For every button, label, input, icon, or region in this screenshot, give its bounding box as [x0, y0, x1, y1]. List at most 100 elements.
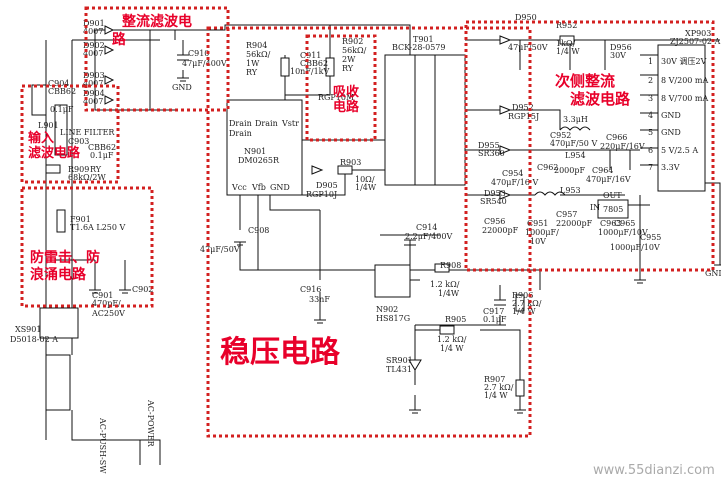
label-drain-1: Drain [229, 119, 252, 128]
label-r904v2: 1W [246, 59, 260, 68]
region-titles: 整流滤波电路 吸收电路 次侧整流滤波电路 输入滤波电路 防雷击、防浪涌电路 稳压… [28, 13, 631, 370]
region-title-regulator: 稳压电路 [220, 335, 341, 370]
label-c917v: 0.1μF [483, 315, 507, 324]
region-title-input-filter: 输入滤波电路 [28, 130, 81, 161]
label-ac-sw: AC-PUSH-SW [98, 417, 107, 474]
label-r903v2: 1/4W [355, 183, 377, 192]
label-n902v: HS817G [376, 314, 410, 323]
label-c910v: 47μF/400V [182, 59, 227, 68]
label-vcc: Vcc [231, 183, 247, 192]
label-c901: C901 [92, 291, 113, 300]
connector-label-4: GND [661, 111, 681, 120]
label-r902v3: RY [342, 64, 354, 73]
label-c956v: 22000pF [482, 226, 519, 235]
connector-label-3: 8 V/700 mA [661, 94, 709, 103]
label-c957v: 22000pF [556, 219, 593, 228]
connector-label-6: 5 V/2.5 A [661, 146, 698, 155]
watermark: www.55dianzi.com [593, 463, 715, 478]
label-r905: R905 [445, 315, 466, 324]
label-r908: R908 [440, 261, 461, 270]
label-reg: 7805 [603, 205, 623, 214]
label-d901v: 4007 [83, 27, 103, 36]
label-c904: C904 [48, 79, 69, 88]
label-d903v: 4007 [83, 79, 103, 88]
label-c951v2: 10V [530, 237, 546, 246]
region-title-secondary: 次侧整流滤波电路 [555, 72, 631, 108]
region-box-regulator [206, 26, 532, 438]
label-r902v2: 2W [342, 55, 356, 64]
label-c962: C962 [537, 163, 558, 172]
label-l954v: 3.3μH [563, 115, 588, 124]
connector-pin-6: 6 [648, 146, 653, 155]
region-box-surge [20, 186, 154, 308]
connector-pin-1: 1 [648, 57, 653, 66]
label-d903: D903 [83, 71, 105, 80]
label-c901v: 470pF/ [92, 299, 121, 308]
label-d952v: RGP15J [508, 112, 539, 121]
label-reg-in: IN [590, 203, 600, 212]
region-box-rect-filter [84, 6, 230, 112]
label-gnd-pin: GND [270, 183, 290, 192]
label-c914v: 2.2μF/400V [405, 232, 452, 241]
region-box-input-filter [20, 84, 120, 184]
label-c908: C908 [248, 226, 269, 235]
label-f901v: T1.6A L250 V [70, 223, 126, 232]
label-r903: R903 [340, 158, 361, 167]
label-c954: C954 [502, 169, 523, 178]
label-r906: R906 [512, 291, 533, 300]
label-d956: D956 [610, 43, 632, 52]
label-d902: D902 [83, 41, 105, 50]
label-l901v: LINE FILTER [60, 128, 115, 137]
connector-gnd: GND [705, 269, 721, 278]
label-c963: C963 [600, 219, 621, 228]
label-sr901: SR901 [386, 356, 413, 365]
label-n901: N901 [244, 147, 266, 156]
label-r908v: 1.2 kΩ/ [430, 280, 460, 289]
label-c964v: 470μF/16V [586, 175, 631, 184]
label-r952v: 1kΩ/ [556, 39, 576, 48]
label-r909v2: 68kΩ/2W [68, 173, 106, 182]
label-r904v3: RY [246, 68, 258, 77]
label-d952: D952 [512, 103, 534, 112]
label-c952: C952 [550, 131, 571, 140]
label-r952v2: 1/4 W [556, 47, 580, 56]
region-title-surge: 防雷击、防浪涌电路 [30, 249, 100, 283]
label-t901v: BCK-28-0579 [392, 43, 446, 52]
label-d956v: 30V [610, 51, 626, 60]
label-c951v: 1000μF/ [525, 228, 559, 237]
label-f901: F901 [70, 215, 91, 224]
label-c917: C917 [483, 307, 504, 316]
label-c903v: 0.1μF [90, 151, 114, 160]
label-r907: R907 [484, 375, 505, 384]
label-r906v2: 1/4 W [512, 307, 536, 316]
label-n902: N902 [376, 305, 398, 314]
label-c955: C955 [640, 233, 661, 242]
connector-label-1: 30V 调压2V [661, 57, 707, 66]
connector-label-7: 3.3V [661, 163, 680, 172]
ground-symbols [89, 77, 721, 414]
label-c955v: 1000μF/10V [610, 243, 660, 252]
region-title-rect-filter: 整流滤波电路 [112, 13, 192, 48]
connector-label-2: 8 V/200 mA [661, 76, 709, 85]
label-r907v2: 1/4 W [484, 391, 508, 400]
label-r907v: 2.7 kΩ/ [484, 383, 514, 392]
label-r905v2: 1/4 W [440, 344, 464, 353]
label-c916v: 33nF [309, 295, 330, 304]
label-r908v2: 1/4W [438, 289, 460, 298]
label-c911: C911 [300, 51, 321, 60]
label-n901v: DM0265R [238, 156, 280, 165]
label-d950v: 47μF/50V [508, 43, 548, 52]
label-c911t: CBB62 [300, 59, 328, 68]
label-d905: D905 [316, 181, 338, 190]
label-c911v: 10nF/1kV [290, 67, 330, 76]
label-c963v: C965 [614, 219, 635, 228]
label-c914: C914 [416, 223, 437, 232]
label-r909v: RY [90, 165, 102, 174]
label-d902v: 4007 [83, 49, 103, 58]
label-r952: R952 [556, 21, 577, 30]
label-sr901v: TL431 [386, 365, 412, 374]
component-labels: D901 4007 D902 4007 D903 4007 D904 4007 … [10, 13, 721, 474]
label-c916: C916 [300, 285, 321, 294]
